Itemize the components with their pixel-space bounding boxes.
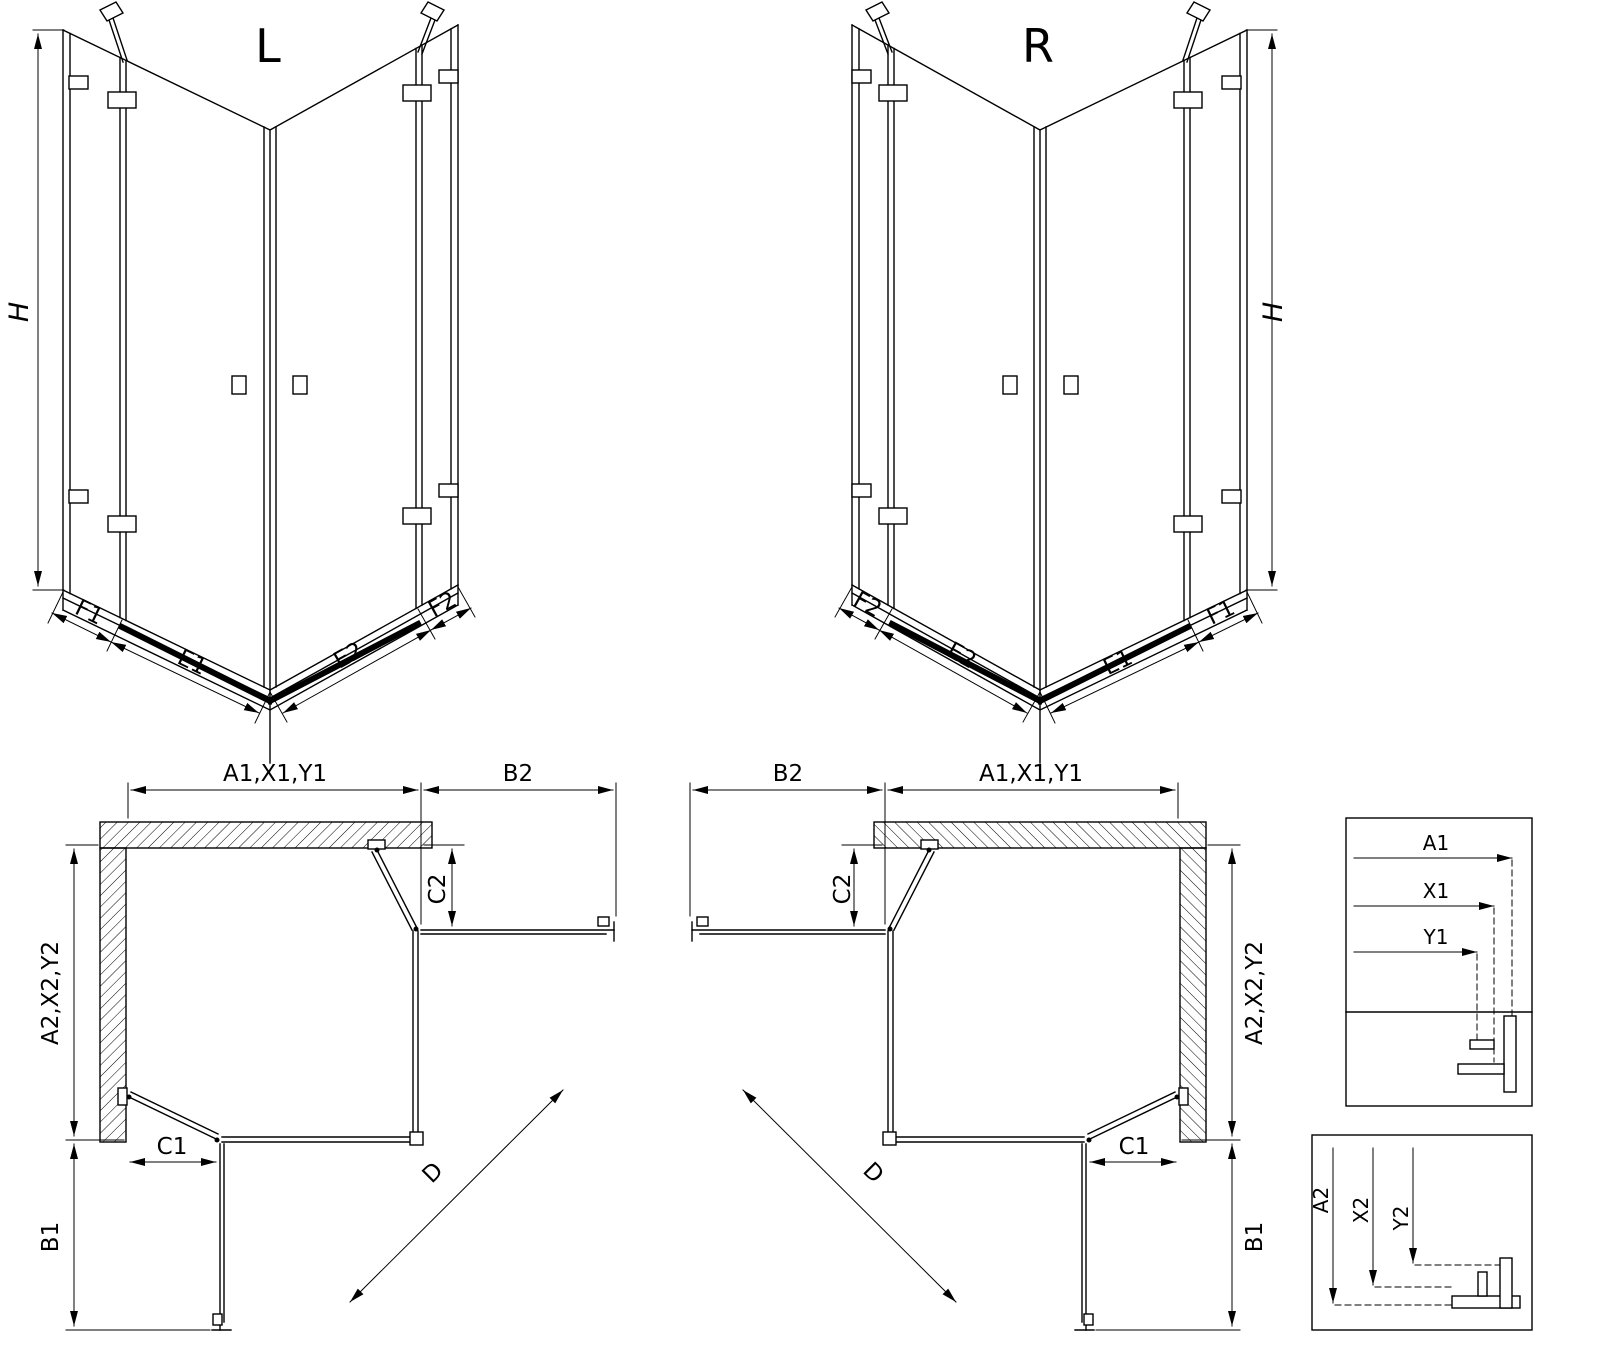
plan-right-geometry <box>690 783 1240 1330</box>
corner-edge <box>263 126 277 691</box>
detail-a1-label: A1 <box>1423 831 1449 855</box>
cabin-front-right-labels: R H F2 E2 E1 F1 <box>849 19 1289 681</box>
top-support-bars <box>98 1 446 63</box>
plan-left-b1-label: B1 <box>38 1222 64 1252</box>
fixed-panels <box>221 930 424 1146</box>
front-right-f2-label: F2 <box>849 587 886 623</box>
plan-right-b1-label: B1 <box>1242 1222 1268 1252</box>
detail-y2-label: Y2 <box>1389 1206 1413 1232</box>
plan-right-b2-label: B2 <box>773 761 803 787</box>
front-left-f2-label: F2 <box>424 587 461 623</box>
plan-dimensions <box>65 782 617 1331</box>
detail-box-top: A1 X1 Y1 <box>1345 817 1533 1107</box>
door-top-right <box>367 839 615 942</box>
detail-x2-label: X2 <box>1349 1197 1373 1223</box>
hinges-and-brackets <box>68 69 459 533</box>
right-glass-panel <box>269 24 459 691</box>
plan-right-d-label: D <box>857 1158 888 1189</box>
bottom-dimensions <box>47 586 476 724</box>
front-left-e1-label: E1 <box>173 645 211 681</box>
plan-left-c1-label: C1 <box>157 1134 188 1160</box>
detail-y1-label: Y1 <box>1423 925 1449 949</box>
plan-left-depth-label: A2,X2,Y2 <box>38 941 64 1045</box>
left-glass-panel <box>62 29 271 691</box>
plan-right-c1-label: C1 <box>1119 1134 1150 1160</box>
detail-box-bottom: A2 X2 Y2 <box>1309 1134 1533 1331</box>
plan-left-d-label: D <box>418 1158 449 1189</box>
plan-left-top-width-label: A1,X1,Y1 <box>223 761 327 787</box>
detail-x1-label: X1 <box>1423 879 1449 903</box>
plan-left-b2-label: B2 <box>503 761 533 787</box>
detail-a2-label: A2 <box>1309 1187 1333 1213</box>
front-left-title: L <box>255 19 281 73</box>
height-dimension <box>32 29 65 591</box>
plan-right-top-width-label: A1,X1,Y1 <box>979 761 1083 787</box>
front-right-height-label: H <box>1258 302 1289 322</box>
plan-right-labels: B2 A1,X1,Y1 C2 A2,X2,Y2 B1 C1 D <box>773 761 1268 1252</box>
door-bottom-left <box>117 1087 232 1331</box>
front-right-e1-label: E1 <box>1099 645 1137 681</box>
plan-right-c2-label: C2 <box>830 874 856 905</box>
wall-profile-detail-bottom <box>1451 1257 1521 1309</box>
plan-right-depth-label: A2,X2,Y2 <box>1242 941 1268 1045</box>
plan-left-geometry <box>65 782 617 1331</box>
door-handles <box>231 375 308 395</box>
front-left-height-label: H <box>4 302 35 322</box>
walls <box>99 821 433 1143</box>
cabin-front-right-geometry <box>835 2 1277 763</box>
cabin-front-left-geometry <box>32 1 476 764</box>
wall-profile-detail-top <box>1457 1015 1517 1093</box>
plan-left-c2-label: C2 <box>425 874 451 905</box>
front-right-title: R <box>1022 19 1054 73</box>
cabin-front-left-labels: L H F1 E1 E2 F2 <box>4 19 461 681</box>
shower-tray <box>62 584 459 764</box>
